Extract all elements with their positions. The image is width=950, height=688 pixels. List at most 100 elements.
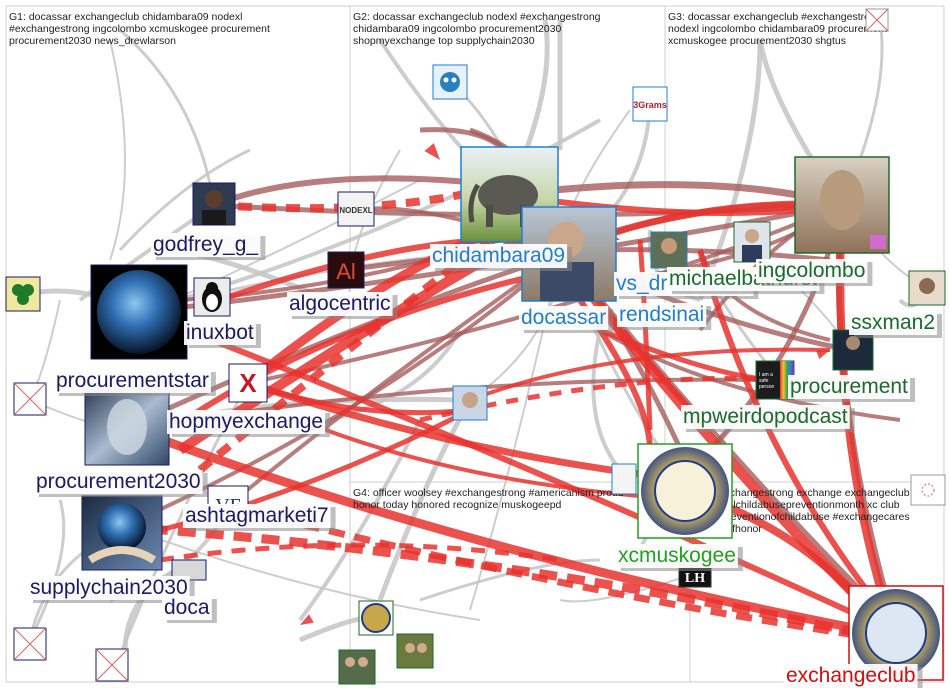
edge xyxy=(119,407,472,543)
edge xyxy=(119,28,216,206)
person-icon xyxy=(745,229,759,243)
label-background xyxy=(784,664,918,688)
label-background xyxy=(34,470,203,494)
node-label-ingcolombo[interactable]: ingcolombo xyxy=(756,259,873,286)
edge xyxy=(137,309,892,633)
node-label-text: docassar xyxy=(521,306,606,329)
node-label-text: procurement2030 xyxy=(36,470,201,493)
node-exchangeclub[interactable] xyxy=(848,585,944,681)
node-label-exchangeclub[interactable]: exchangeclub xyxy=(784,664,923,688)
node-label-text: procurementstar xyxy=(56,369,209,392)
node-label-text: doca xyxy=(164,596,210,619)
broken-image-icon-5 xyxy=(910,474,946,506)
node-label-godfrey[interactable]: godfrey_g_ xyxy=(151,233,266,260)
node-algocentric[interactable]: Al xyxy=(327,251,365,289)
node-label-shopmyexchange[interactable]: hopmyexchange xyxy=(167,410,331,437)
label-background xyxy=(162,596,212,620)
node-nodexl[interactable]: NODEXL xyxy=(337,191,375,227)
node-label-procurement2030[interactable]: procurement2030 xyxy=(34,470,208,497)
person-icon xyxy=(205,190,223,208)
edge xyxy=(559,574,691,603)
node-label-text: chidambara09 xyxy=(432,244,565,267)
node-supplychain2030[interactable] xyxy=(81,495,163,571)
label-background xyxy=(184,321,256,345)
node-label-text: godfrey_g_ xyxy=(153,233,258,256)
node-label-supplychain2030[interactable]: supplychain2030 xyxy=(28,576,195,603)
node-muskogeepd[interactable] xyxy=(358,600,394,636)
node-trendsinai-photo[interactable] xyxy=(650,231,688,269)
node-label-algocentric[interactable]: algocentric xyxy=(287,292,398,319)
node-label-ssxman2[interactable]: ssxman2 xyxy=(849,311,943,338)
node-procurementstar[interactable] xyxy=(90,264,188,360)
edge xyxy=(419,375,781,423)
node-label-text: mpweirdopodcast xyxy=(683,405,848,428)
group-label-g4: G4: officer woolsey #exchangestrong #ame… xyxy=(353,487,627,511)
node-elder-photo[interactable] xyxy=(452,385,488,421)
node-xcmuskogee[interactable] xyxy=(637,443,733,539)
3grams-logo-icon: 3Grams xyxy=(633,100,667,110)
node-label-docassar[interactable]: docassar xyxy=(519,306,614,333)
node-label-procurementstar[interactable]: procurementstar xyxy=(54,369,216,396)
node-shopmyexchange[interactable]: X xyxy=(228,363,268,403)
lh-logo-icon: LH xyxy=(685,571,705,586)
node-label-text: hopmyexchange xyxy=(169,410,323,433)
node-linuxbot[interactable] xyxy=(193,277,231,317)
node-label-text: ashtagmarketi7 xyxy=(185,504,329,527)
node-shamrock[interactable] xyxy=(5,276,41,312)
node-group-photo-1[interactable] xyxy=(396,633,434,669)
node-label-text: procurement xyxy=(790,375,908,398)
node-label-xcmuskogee[interactable]: xcmuskogee xyxy=(616,544,743,571)
edge xyxy=(28,499,66,641)
exchange-x-logo-icon: X xyxy=(239,368,257,398)
person-icon xyxy=(820,170,864,230)
label-background xyxy=(183,504,331,528)
group-label-g3: G3: docassar exchangeclub #exchangestron… xyxy=(668,11,890,47)
edge xyxy=(109,39,126,261)
edge xyxy=(168,267,561,433)
broken-image-icon-3 xyxy=(95,648,129,682)
edge xyxy=(159,542,561,563)
node-3grams[interactable]: 3Grams xyxy=(632,86,668,122)
node-label-mpweirdopodcast[interactable]: mpweirdopodcast xyxy=(681,405,855,432)
person-icon xyxy=(462,392,478,408)
node-ssxman2-photo[interactable] xyxy=(908,270,946,306)
node-label-procurement[interactable]: procurement xyxy=(788,375,916,402)
node-bot[interactable] xyxy=(432,64,468,100)
node-label-text: ssxman2 xyxy=(851,311,935,334)
node-ingcolombo[interactable] xyxy=(794,156,890,254)
node-michaelbathurst-photo[interactable] xyxy=(733,221,771,263)
person-icon xyxy=(661,238,677,254)
node-images: Al X NODEXL VF xyxy=(5,8,946,685)
node-label-trendsinai[interactable]: rendsinai xyxy=(617,303,712,330)
broken-image-icon-4 xyxy=(865,8,889,32)
node-godfrey[interactable] xyxy=(192,182,236,226)
node-label-text: rendsinai xyxy=(619,303,704,326)
edge xyxy=(227,502,891,644)
label-background xyxy=(287,292,393,316)
node-label-text: ingcolombo xyxy=(758,259,865,282)
edge xyxy=(469,347,831,402)
group-labels: G1: docassar exchangeclub chidambara09 n… xyxy=(9,11,910,535)
node-label-chidambara09[interactable]: chidambara09 xyxy=(430,244,573,271)
label-background xyxy=(756,259,868,283)
robot-icon xyxy=(440,72,460,92)
label-background xyxy=(616,544,738,568)
label-background xyxy=(519,306,609,330)
edge xyxy=(247,380,471,416)
edge xyxy=(118,148,251,252)
node-poster[interactable] xyxy=(611,463,637,495)
node-label-hashtagmarketi7[interactable]: ashtagmarketi7 xyxy=(183,504,336,531)
node-label-linuxbot[interactable]: inuxbot xyxy=(184,321,261,348)
node-label-doca[interactable]: doca xyxy=(162,596,217,623)
node-procurement2030[interactable] xyxy=(84,388,170,466)
label-background xyxy=(788,375,911,399)
label-background xyxy=(430,244,568,268)
node-group-photo-2[interactable] xyxy=(338,649,376,685)
node-chidambara09[interactable] xyxy=(460,146,559,243)
broken-image-icon-2 xyxy=(13,627,47,661)
label-background xyxy=(849,311,938,335)
person-icon xyxy=(919,278,935,294)
person-icon xyxy=(846,336,860,350)
